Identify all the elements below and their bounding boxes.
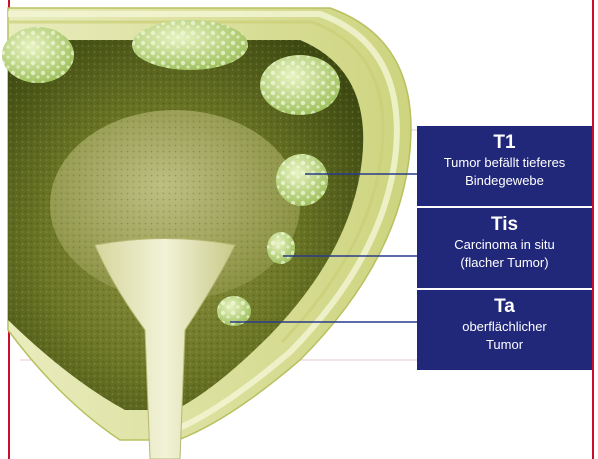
stage-description-t1-line2: Bindegewebe bbox=[417, 172, 592, 190]
stage-description-ta-line1: oberflächlicher bbox=[417, 318, 592, 336]
stage-code-t1: T1 bbox=[417, 132, 592, 154]
stage-description-ta-line2: Tumor bbox=[417, 336, 592, 354]
label-box-tis: Tis Carcinoma in situ (flacher Tumor) bbox=[417, 208, 592, 288]
stage-code-tis: Tis bbox=[417, 214, 592, 236]
stage-code-ta: Ta bbox=[417, 296, 592, 318]
label-box-t1: T1 Tumor befällt tieferes Bindegewebe bbox=[417, 126, 592, 206]
stage-description-tis-line2: (flacher Tumor) bbox=[417, 254, 592, 272]
tumor-t1 bbox=[276, 154, 328, 206]
stage-description-tis-line1: Carcinoma in situ bbox=[417, 236, 592, 254]
label-box-ta: Ta oberflächlicher Tumor bbox=[417, 290, 592, 370]
tumor-tis bbox=[267, 232, 295, 264]
stage-description-t1-line1: Tumor befällt tieferes bbox=[417, 154, 592, 172]
